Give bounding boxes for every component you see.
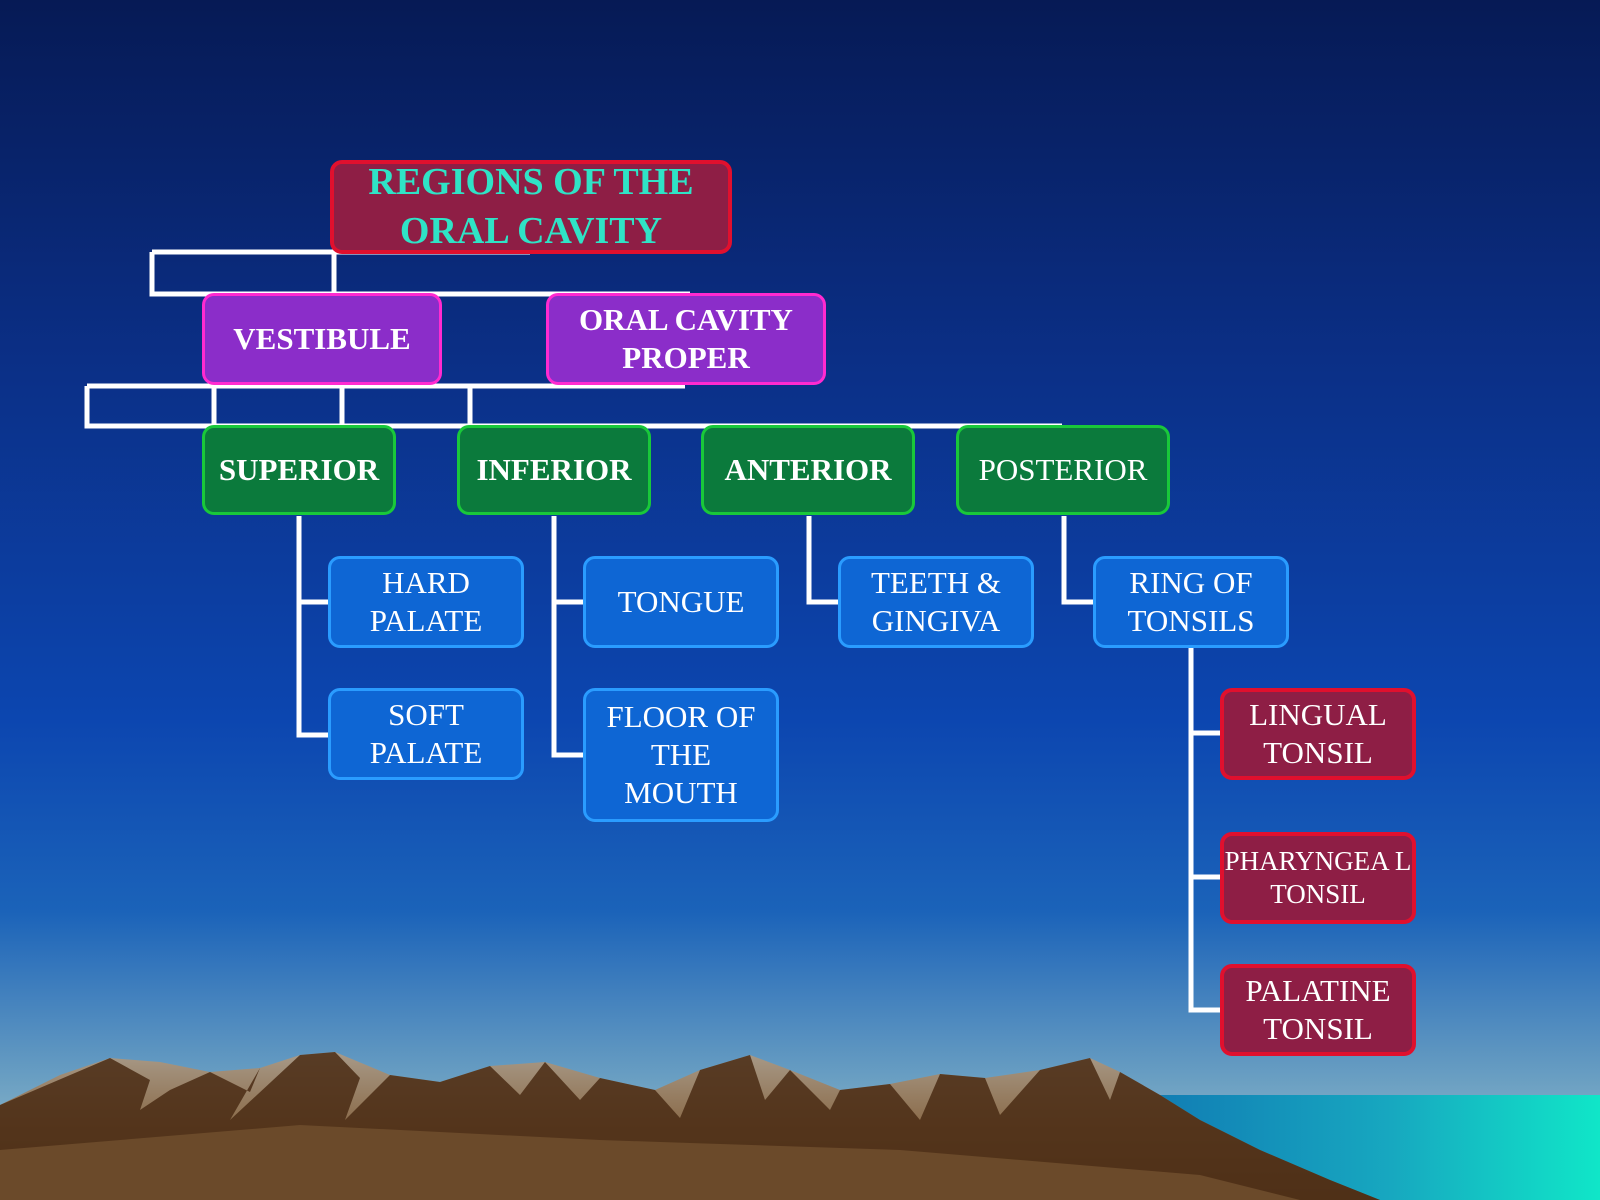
inferior-box: INFERIOR xyxy=(457,425,651,515)
tongue-label: TONGUE xyxy=(617,584,745,620)
connector-tonsils xyxy=(1188,647,1222,1013)
connector-inferior xyxy=(551,516,585,758)
oral-cavity-proper-label: ORAL CAVITY PROPER xyxy=(579,302,793,375)
posterior-box: POSTERIOR xyxy=(956,425,1170,515)
ring-of-tonsils-label: RING OF TONSILS xyxy=(1127,565,1255,638)
vestibule-box: VESTIBULE xyxy=(202,293,442,385)
tongue-box: TONGUE xyxy=(583,556,779,648)
title-box: REGIONS OF THE ORAL CAVITY xyxy=(330,160,732,254)
pharyngeal-tonsil-label: PHARYNGEA L TONSIL xyxy=(1224,846,1412,909)
soft-palate-box: SOFT PALATE xyxy=(328,688,524,780)
floor-of-the-mouth-box: FLOOR OF THE MOUTH xyxy=(583,688,779,822)
pharyngeal-tonsil-box: PHARYNGEA L TONSIL xyxy=(1220,832,1416,924)
vestibule-label: VESTIBULE xyxy=(233,321,411,357)
hard-palate-label: HARD PALATE xyxy=(369,565,483,638)
superior-label: SUPERIOR xyxy=(218,452,380,488)
soft-palate-label: SOFT PALATE xyxy=(369,697,483,770)
diagram-title: REGIONS OF THE ORAL CAVITY xyxy=(368,161,694,252)
teeth-gingiva-label: TEETH & GINGIVA xyxy=(871,565,1001,638)
hard-palate-box: HARD PALATE xyxy=(328,556,524,648)
floor-of-the-mouth-label: FLOOR OF THE MOUTH xyxy=(606,699,756,810)
oral-cavity-proper-box: ORAL CAVITY PROPER xyxy=(546,293,826,385)
connector-title xyxy=(149,249,690,297)
lingual-tonsil-box: LINGUAL TONSIL xyxy=(1220,688,1416,780)
connector-posterior xyxy=(1061,516,1095,605)
posterior-label: POSTERIOR xyxy=(978,452,1148,488)
anterior-box: ANTERIOR xyxy=(701,425,915,515)
connector-anterior xyxy=(806,516,840,605)
ring-of-tonsils-box: RING OF TONSILS xyxy=(1093,556,1289,648)
palatine-tonsil-box: PALATINE TONSIL xyxy=(1220,964,1416,1056)
palatine-tonsil-label: PALATINE TONSIL xyxy=(1245,973,1391,1046)
anterior-label: ANTERIOR xyxy=(724,452,892,488)
connector-superior xyxy=(296,516,330,738)
inferior-label: INFERIOR xyxy=(476,452,632,488)
foreground-ridge xyxy=(0,1125,1300,1200)
teeth-gingiva-box: TEETH & GINGIVA xyxy=(838,556,1034,648)
connector-divisions xyxy=(84,383,1062,429)
lingual-tonsil-label: LINGUAL TONSIL xyxy=(1249,697,1387,770)
superior-box: SUPERIOR xyxy=(202,425,396,515)
